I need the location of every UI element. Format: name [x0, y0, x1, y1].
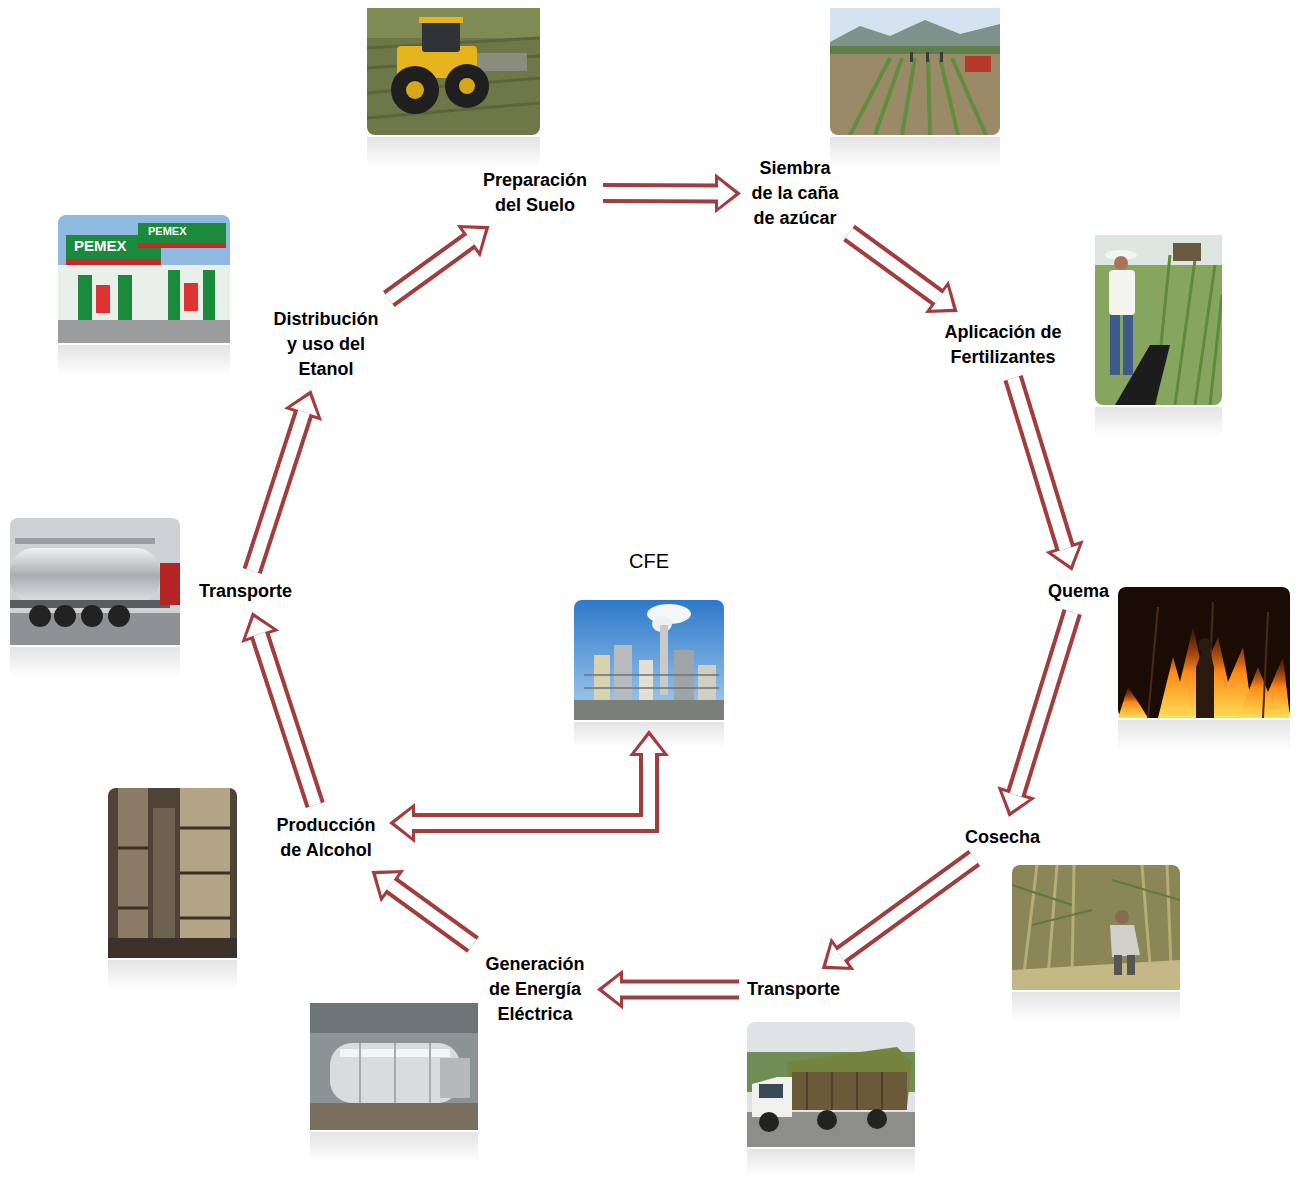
arrow-head-fill [463, 228, 485, 251]
flow-arrow [597, 970, 739, 1010]
flow-arrow [372, 870, 474, 945]
arrow-outline [412, 753, 649, 823]
arrow-head-outline [715, 173, 741, 213]
stage-label: Producción de Alcohol [271, 813, 381, 863]
gas-station-photo [58, 215, 230, 343]
arrow-outline [840, 858, 974, 956]
harvest-photo [1012, 865, 1180, 990]
arrow-fill [389, 240, 471, 300]
arrow-fill [252, 412, 304, 571]
stage-text: Producción de Alcohol [271, 813, 381, 863]
distillery-photo [108, 788, 237, 958]
stage-text: Quema [1048, 579, 1109, 604]
stage-label: Generación de Energía Eléctrica [481, 952, 589, 1027]
arrow-outline [259, 634, 315, 805]
stage-text: Transporte [199, 579, 292, 604]
arrow-fill [603, 187, 718, 199]
arrow-fill [259, 634, 315, 805]
arrow-fill [1013, 378, 1065, 549]
flow-arrow [822, 858, 975, 970]
arrow-head-fill [635, 736, 663, 754]
arrow-head-fill [246, 617, 273, 638]
arrow-head-fill [376, 873, 398, 896]
flow-arrow [1013, 378, 1084, 571]
stage-text: CFE [574, 548, 724, 574]
stage-label: Aplicación de Fertilizantes [941, 320, 1065, 370]
flow-arrow [389, 730, 669, 843]
flow-arrow [997, 612, 1072, 817]
arrow-head-fill [931, 287, 953, 310]
stage-text: Siembra de la caña de azúcar [749, 156, 841, 231]
arrow-fill [1016, 612, 1073, 795]
flow-arrow [389, 225, 490, 299]
stage-text: Cosecha [965, 825, 1040, 850]
arrow-head-fill [1052, 545, 1079, 566]
arrow-outline [1013, 378, 1065, 549]
power-plant-photo [574, 600, 724, 720]
stage-label: Transporte [199, 579, 292, 604]
stage-text: Aplicación de Fertilizantes [941, 320, 1065, 370]
cane-truck-photo [747, 1022, 915, 1147]
arrow-outline [603, 183, 718, 203]
flow-arrow [603, 173, 741, 213]
arrow-outline [620, 980, 739, 1000]
stage-label: Siembra de la caña de azúcar [749, 156, 841, 231]
sign-text: PEMEX [146, 225, 189, 237]
arrow-fill [620, 984, 739, 996]
stage-label: Transporte [747, 977, 840, 1002]
tractor-photo [367, 8, 540, 135]
arrow-outline [252, 412, 304, 571]
stage-text: Distribución y uso del Etanol [270, 307, 382, 382]
stage-label: Distribución y uso del Etanol [270, 307, 382, 382]
arrow-fill [840, 858, 974, 956]
fertilizer-photo [1095, 235, 1222, 405]
arrow-fill [412, 753, 649, 823]
sign-text: PEMEX [72, 238, 129, 255]
tanker-truck-photo [10, 518, 180, 645]
generator-photo [310, 1003, 478, 1130]
arrow-head-outline [389, 803, 415, 843]
arrow-head-fill [1002, 791, 1029, 812]
arrow-outline [390, 885, 473, 945]
stage-label: Quema [1048, 579, 1109, 604]
photo-reflections [10, 137, 1290, 1175]
stage-label: Preparación del Suelo [475, 168, 595, 218]
arrow-head-outline [629, 730, 669, 756]
burning-photo [1118, 587, 1290, 718]
arrow-fill [849, 233, 939, 299]
arrow-head-outline [597, 970, 623, 1010]
plant-label: CFE [574, 548, 724, 722]
arrow-head-fill [603, 976, 621, 1004]
flow-arrow [849, 233, 958, 313]
stage-label: Cosecha [965, 825, 1040, 850]
arrow-fill [390, 885, 473, 945]
flow-arrow [241, 612, 315, 805]
arrow-head-fill [826, 944, 848, 967]
stage-text: Generación de Energía Eléctrica [481, 952, 589, 1027]
arrow-outline [849, 233, 939, 299]
stage-text: Preparación del Suelo [475, 168, 595, 218]
arrow-outline [389, 240, 471, 300]
arrow-head-fill [718, 179, 736, 207]
stage-text: Transporte [747, 977, 840, 1002]
arrow-head-fill [395, 809, 413, 837]
planting-photo [830, 8, 1000, 135]
arrow-outline [1016, 612, 1073, 795]
arrow-head-fill [291, 395, 318, 416]
flow-arrow [252, 390, 322, 571]
